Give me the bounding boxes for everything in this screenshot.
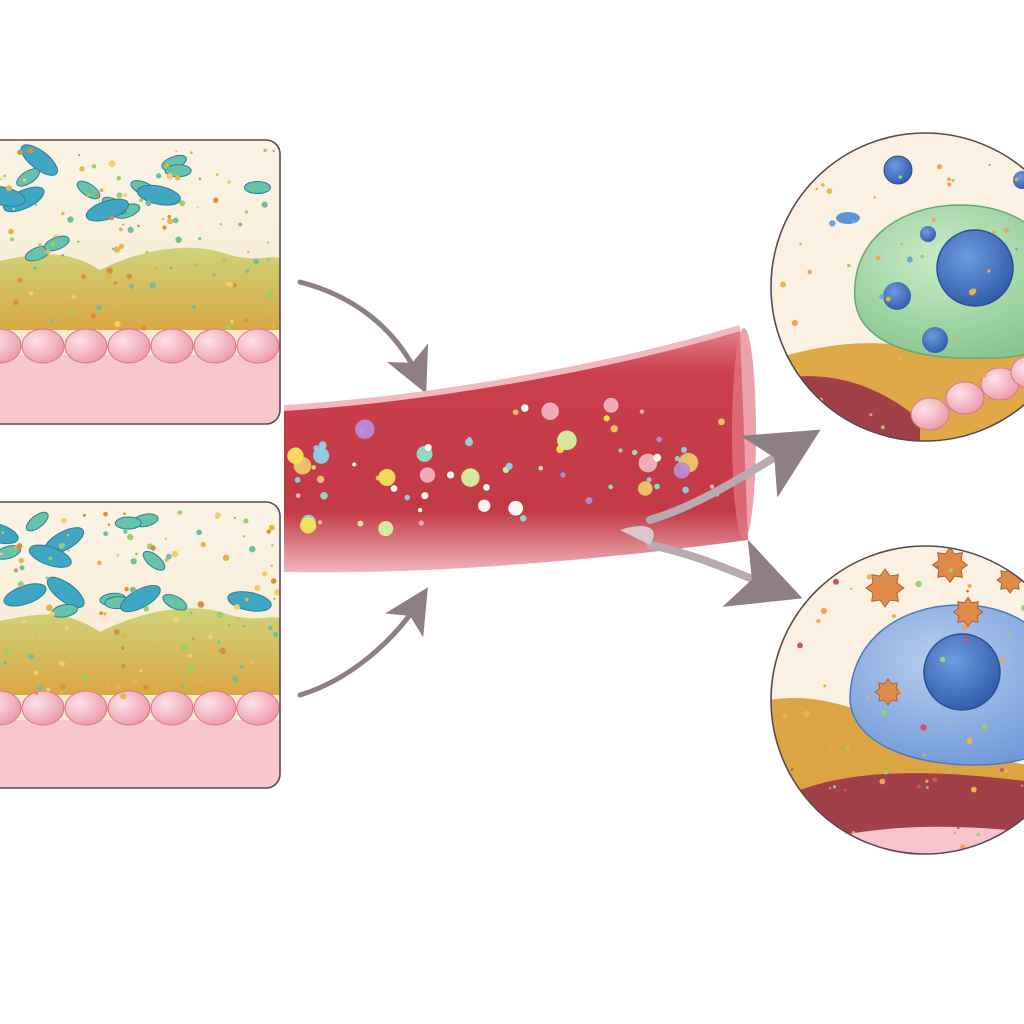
villi-layer	[0, 247, 280, 330]
target-cell-top	[770, 132, 1024, 442]
blood-vessel	[283, 325, 756, 573]
vesicle	[920, 226, 936, 242]
vesicle	[922, 327, 948, 353]
gut-panel-top	[0, 139, 281, 425]
submucosa-layer	[0, 720, 280, 788]
arrow-top-panel-to-vessel	[297, 279, 429, 394]
immune-cell	[865, 546, 1024, 706]
metabolite-specks	[0, 147, 275, 331]
metabolite-specks	[776, 146, 1024, 430]
vesicle	[883, 282, 911, 310]
epithelial-cells	[0, 690, 280, 726]
circulating-metabolites	[287, 397, 725, 537]
arrow-vessel-to-bottom-target	[646, 539, 803, 607]
submucosa-layer	[0, 355, 280, 424]
gut-panel-bottom	[0, 501, 281, 789]
epithelial-cells	[910, 355, 1024, 431]
villi-layer	[0, 608, 280, 695]
metabolite-specks	[0, 510, 280, 700]
nucleus	[923, 633, 1001, 711]
bacteria-cluster	[0, 511, 272, 618]
epithelial-cells	[0, 328, 280, 364]
bacteria-cluster	[0, 144, 271, 262]
arrow-bottom-panel-to-vessel	[297, 587, 428, 698]
arrow-vessel-to-top-target	[646, 429, 821, 524]
nucleus	[936, 229, 1014, 307]
target-cell-bottom	[770, 545, 1024, 855]
immune-cell	[836, 155, 1024, 224]
